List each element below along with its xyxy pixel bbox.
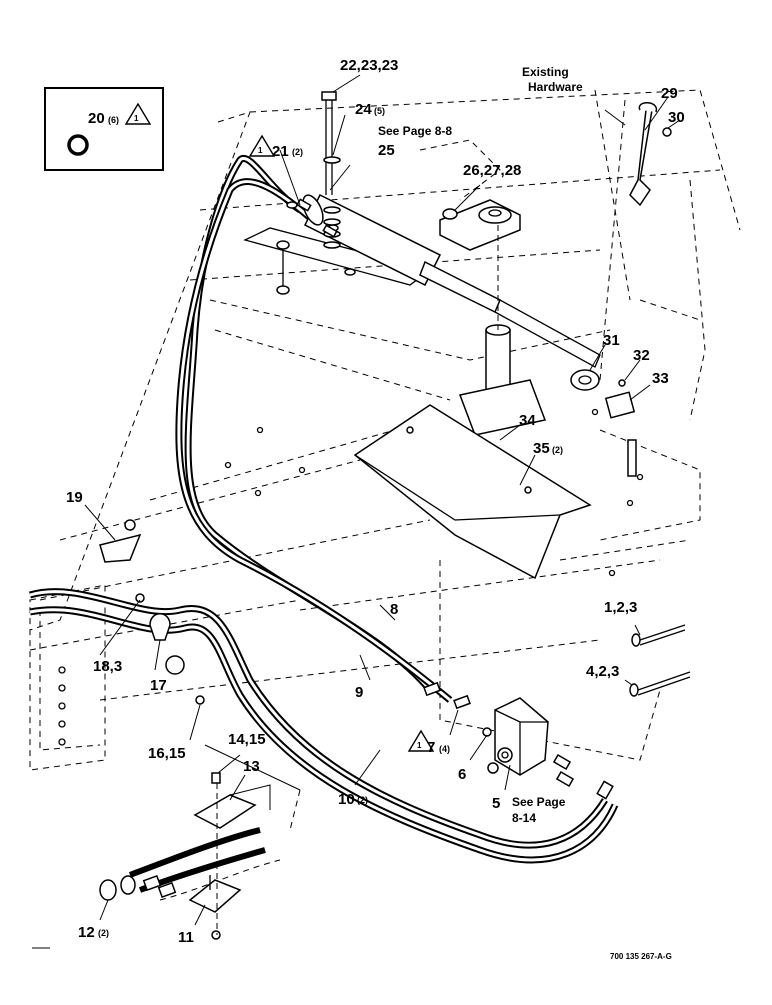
callout-7: 7 xyxy=(427,739,435,756)
callout-8: 8 xyxy=(390,601,398,618)
callout-7-qty: (4) xyxy=(439,744,450,754)
cover-shield xyxy=(353,404,592,580)
callout-18-3: 18,3 xyxy=(93,658,122,675)
callout-12: 12 xyxy=(78,924,95,941)
callout-16-15: 16,15 xyxy=(148,745,186,762)
callout-17: 17 xyxy=(150,677,167,694)
callout-1-2-3: 1,2,3 xyxy=(604,599,637,616)
callout-31: 31 xyxy=(603,332,620,349)
inset-callout-qty: (6) xyxy=(108,115,119,125)
callout-34: 34 xyxy=(519,412,536,429)
revision-triangle-icon xyxy=(124,102,152,125)
callout-10-qty: (2) xyxy=(357,795,368,805)
side-panel xyxy=(29,584,106,771)
callout-12-qty: (2) xyxy=(98,928,109,938)
see-page-8-14-line1: See Page xyxy=(512,795,566,809)
callout-33: 33 xyxy=(652,370,669,387)
shaft-bushing xyxy=(570,369,637,477)
leader-lines xyxy=(32,74,681,949)
existing-hardware-phantom xyxy=(599,99,626,381)
frame-holes xyxy=(224,408,644,577)
revision-triangle-icon xyxy=(407,729,435,752)
existing-hardware-line1: Existing xyxy=(522,65,569,79)
callout-24-qty: (5) xyxy=(374,106,385,116)
hose-clamp xyxy=(99,519,205,705)
callout-32: 32 xyxy=(633,347,650,364)
callout-22-23-23: 22,23,23 xyxy=(340,57,398,74)
drawing-part-code: 700 135 267-A-G xyxy=(610,952,672,961)
callout-labels: 22,23,23 24 (5) 1 21 (2) See Page 8-8 25… xyxy=(66,57,685,961)
callout-21: 21 xyxy=(272,143,289,160)
callout-26-27-28: 26,27,28 xyxy=(463,162,521,179)
inset-triangle-number: 1 xyxy=(134,114,139,123)
callout-14-15: 14,15 xyxy=(228,731,266,748)
revision-triangle-icon xyxy=(248,134,276,157)
callout-35-qty: (2) xyxy=(552,445,563,455)
hose-end-caps xyxy=(99,874,177,901)
hydraulic-hoses xyxy=(28,154,619,901)
inset-callout-number: 20 xyxy=(88,110,105,127)
callout-35: 35 xyxy=(533,440,550,457)
pivot-post xyxy=(439,199,547,436)
wrench-tool xyxy=(629,102,672,207)
inset-box: 20 (6) 1 xyxy=(44,87,164,171)
hose-fittings xyxy=(296,198,614,800)
callout-24: 24 xyxy=(355,101,372,118)
callout-21-triangle: 1 xyxy=(258,146,263,155)
callout-13: 13 xyxy=(243,758,260,775)
callout-7-triangle: 1 xyxy=(417,741,422,750)
valve-block xyxy=(487,697,549,776)
callout-9: 9 xyxy=(355,684,363,701)
callout-10: 10 xyxy=(338,791,355,808)
side-bolts xyxy=(629,624,691,697)
callout-4-2-3: 4,2,3 xyxy=(586,663,619,680)
callout-29: 29 xyxy=(661,85,678,102)
see-page-8-8-note: See Page 8-8 xyxy=(378,124,452,138)
hose-brackets xyxy=(188,772,271,940)
callout-21-qty: (2) xyxy=(292,147,303,157)
callout-6: 6 xyxy=(458,766,466,783)
existing-hardware-line2: Hardware xyxy=(528,80,583,94)
callout-5: 5 xyxy=(492,795,500,812)
callout-19: 19 xyxy=(66,489,83,506)
see-page-8-14-line2: 8-14 xyxy=(512,811,536,825)
callout-25: 25 xyxy=(378,142,395,159)
callout-11: 11 xyxy=(178,929,194,946)
callout-30: 30 xyxy=(668,109,685,126)
